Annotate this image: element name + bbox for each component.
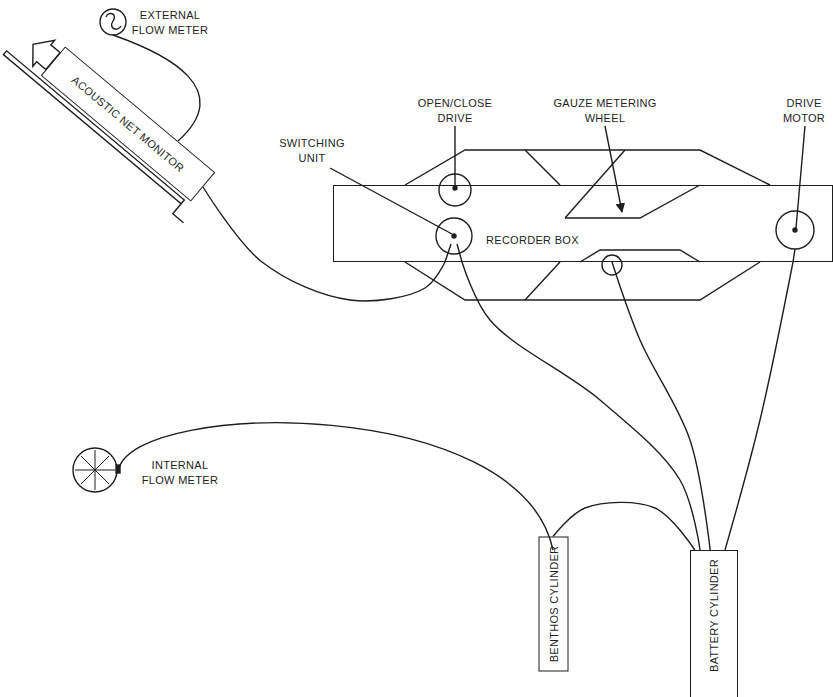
part-label: OPEN/CLOSE DRIVE	[417, 96, 493, 126]
frame-lower	[405, 262, 760, 300]
drive-motor	[776, 211, 814, 249]
frame-strut	[525, 262, 560, 300]
cable	[553, 502, 695, 550]
frame-strut	[525, 150, 560, 185]
leader-line	[796, 126, 805, 228]
component-name: BATTERY CYLINDER	[707, 559, 721, 672]
cable	[725, 262, 793, 550]
wire-stub	[793, 249, 795, 262]
center-dot	[453, 186, 457, 190]
external-flow-meter	[100, 9, 126, 35]
center-dot	[793, 228, 797, 232]
wire-stub	[457, 244, 462, 262]
monitor-arrow	[22, 31, 64, 74]
component-box: RECORDER BOX	[333, 185, 833, 262]
wire-stub	[445, 244, 451, 262]
cable	[462, 262, 700, 550]
component-box: BENTHOS CYLINDER	[538, 537, 568, 672]
frame-inner-lower	[580, 250, 700, 262]
component-box: BATTERY CYLINDER	[690, 550, 738, 697]
component-name: RECORDER BOX	[486, 233, 579, 247]
cable	[203, 187, 445, 301]
switching-unit	[436, 218, 472, 254]
leader-line	[454, 126, 455, 186]
part-label: GAUZE METERING WHEEL	[553, 96, 657, 126]
meter-swirl	[106, 14, 121, 30]
center-dot	[452, 234, 456, 238]
small-fitting	[602, 255, 622, 275]
cable	[612, 262, 710, 550]
leader-line	[330, 168, 452, 234]
part-label: INTERNAL FLOW METER	[140, 458, 220, 488]
part-label: EXTERNAL FLOW METER	[130, 8, 210, 38]
part-label: SWITCHING UNIT	[272, 136, 352, 166]
gauze-wheel	[565, 185, 700, 218]
mounting-bar	[3, 51, 184, 204]
leader-line	[605, 126, 622, 212]
meter-wire	[119, 423, 553, 550]
part-label: DRIVE MOTOR	[778, 96, 830, 126]
meter-spokes	[75, 450, 115, 490]
mounting-hook	[173, 204, 192, 223]
component-name: BENTHOS CYLINDER	[546, 546, 560, 663]
internal-flow-meter	[73, 448, 117, 492]
component-box: ACOUSTIC NET MONITOR	[41, 46, 216, 201]
